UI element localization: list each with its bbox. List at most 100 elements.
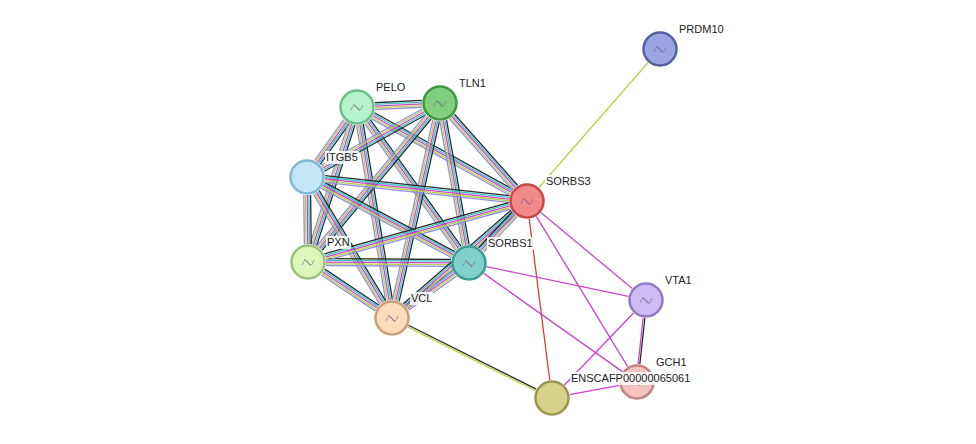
protein-node: ITGB5 bbox=[289, 159, 325, 195]
interaction-edge bbox=[403, 210, 515, 309]
evidence-line bbox=[541, 213, 632, 289]
interaction-edge bbox=[405, 271, 457, 311]
evidence-line bbox=[393, 120, 433, 300]
evidence-line bbox=[638, 318, 643, 364]
evidence-line bbox=[396, 121, 436, 301]
evidence-line bbox=[484, 273, 623, 371]
node-label: PXN bbox=[326, 236, 351, 249]
node-label: SORBS1 bbox=[487, 237, 534, 250]
protein-node: SORBS1 bbox=[451, 245, 487, 281]
node-label: PELO bbox=[375, 81, 406, 94]
node-circle bbox=[534, 380, 570, 416]
protein-node: ENSCAFP00000065061 bbox=[534, 380, 570, 416]
interaction-edge bbox=[393, 120, 440, 301]
evidence-line bbox=[449, 119, 512, 190]
evidence-line bbox=[305, 195, 307, 244]
evidence-line bbox=[399, 121, 439, 301]
evidence-line bbox=[326, 265, 451, 267]
node-label: ENSCAFP00000065061 bbox=[570, 372, 691, 385]
evidence-line bbox=[326, 258, 451, 260]
node-circle bbox=[339, 89, 375, 125]
node-label: ITGB5 bbox=[325, 151, 359, 164]
evidence-line bbox=[321, 275, 375, 311]
node-label: TLN1 bbox=[458, 77, 487, 90]
evidence-line bbox=[326, 261, 451, 263]
evidence-line bbox=[407, 214, 515, 307]
evidence-line bbox=[322, 273, 376, 309]
evidence-line bbox=[570, 385, 620, 394]
evidence-line bbox=[325, 179, 509, 199]
protein-node: PRDM10 bbox=[642, 31, 678, 67]
evidence-line bbox=[325, 181, 509, 201]
interaction-edge bbox=[539, 63, 648, 188]
node-circle bbox=[290, 244, 326, 280]
evidence-line bbox=[325, 269, 379, 305]
evidence-line bbox=[303, 195, 305, 244]
node-circle bbox=[289, 159, 325, 195]
interaction-edge bbox=[321, 269, 379, 311]
evidence-line bbox=[536, 216, 627, 366]
evidence-line bbox=[324, 203, 508, 254]
interaction-edge bbox=[321, 109, 426, 171]
evidence-line bbox=[326, 260, 451, 262]
node-circle bbox=[422, 85, 458, 121]
evidence-line bbox=[453, 115, 516, 186]
interaction-edge bbox=[487, 267, 629, 297]
evidence-line bbox=[308, 195, 310, 244]
interaction-edge bbox=[326, 259, 451, 267]
interaction-edge bbox=[325, 176, 510, 203]
node-label: SORBS3 bbox=[545, 175, 592, 188]
evidence-line bbox=[326, 263, 451, 265]
node-circle bbox=[628, 282, 664, 318]
evidence-line bbox=[407, 273, 455, 307]
node-circle bbox=[509, 183, 545, 219]
evidence-line bbox=[539, 63, 648, 188]
evidence-line bbox=[398, 121, 438, 301]
node-label: PRDM10 bbox=[678, 23, 725, 36]
protein-node: SORBS3 bbox=[509, 183, 545, 219]
protein-node: VCL bbox=[374, 300, 410, 336]
evidence-line bbox=[307, 195, 309, 244]
protein-node: VTA1 bbox=[628, 282, 664, 318]
interaction-edge bbox=[570, 385, 620, 394]
node-label: VCL bbox=[410, 292, 433, 305]
evidence-line bbox=[310, 195, 312, 244]
interaction-edge bbox=[484, 273, 623, 371]
node-label: GCH1 bbox=[655, 356, 688, 369]
evidence-line bbox=[487, 267, 629, 297]
interaction-edge bbox=[449, 114, 517, 190]
evidence-line bbox=[408, 325, 536, 389]
evidence-line bbox=[326, 207, 510, 258]
evidence-line bbox=[323, 272, 377, 308]
evidence-line bbox=[451, 118, 514, 189]
protein-node: PXN bbox=[290, 244, 326, 280]
interaction-edge bbox=[375, 100, 422, 109]
evidence-line bbox=[321, 188, 451, 257]
evidence-line bbox=[406, 272, 454, 306]
evidence-line bbox=[452, 116, 515, 187]
evidence-line bbox=[403, 210, 511, 303]
evidence-line bbox=[375, 107, 422, 109]
evidence-line bbox=[325, 182, 509, 202]
protein-node: PELO bbox=[339, 89, 375, 125]
evidence-line bbox=[408, 327, 536, 391]
node-label: VTA1 bbox=[664, 274, 693, 287]
node-circle bbox=[642, 31, 678, 67]
evidence-line bbox=[404, 212, 512, 305]
protein-node: TLN1 bbox=[422, 85, 458, 121]
node-circle bbox=[451, 245, 487, 281]
node-circle bbox=[374, 300, 410, 336]
evidence-line bbox=[406, 213, 514, 306]
evidence-line bbox=[323, 185, 453, 254]
evidence-line bbox=[394, 120, 434, 300]
evidence-line bbox=[325, 177, 509, 197]
evidence-line bbox=[322, 187, 452, 256]
interaction-edge bbox=[541, 213, 632, 289]
interaction-edge bbox=[536, 216, 627, 366]
interaction-edge bbox=[638, 318, 645, 364]
evidence-line bbox=[454, 114, 517, 185]
interaction-edge bbox=[304, 195, 311, 244]
interaction-edge bbox=[408, 325, 537, 390]
